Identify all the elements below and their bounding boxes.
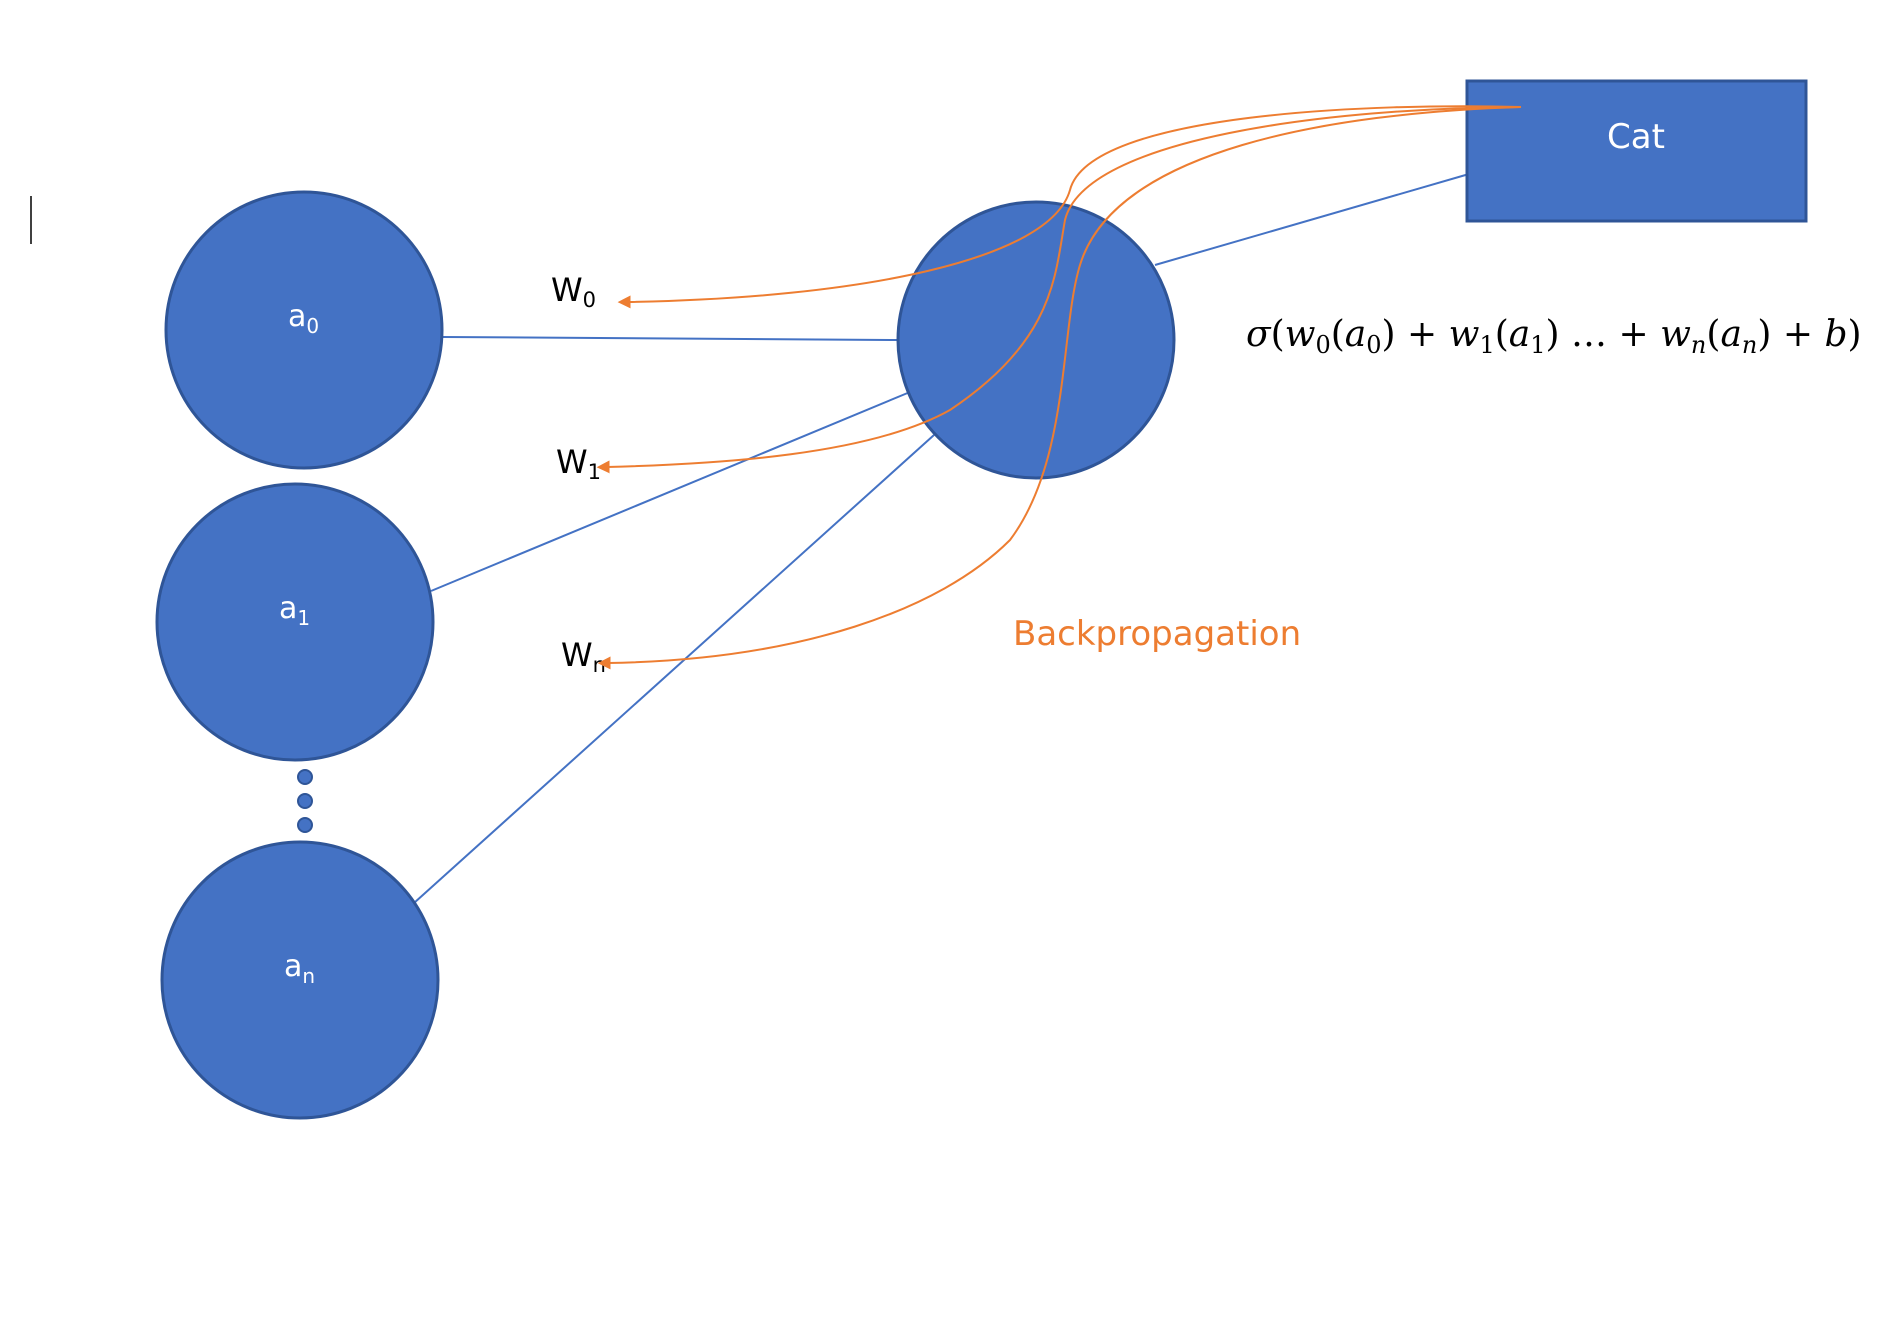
backprop-arrow-w1 (596, 106, 1522, 474)
connection-an-neuron (413, 434, 935, 904)
ellipsis-dots (297, 769, 313, 833)
connection-a0-neuron (442, 336, 899, 341)
input-node-a0: a0 (164, 190, 444, 470)
weight-label-wn: Wn (561, 636, 606, 677)
ellipsis-dot (297, 769, 313, 785)
ellipsis-dot (297, 793, 313, 809)
input-node-a1: a1 (155, 482, 435, 762)
weight-label-w1: W1 (556, 443, 601, 484)
output-label: Cat (1607, 117, 1665, 157)
backprop-arrows (596, 105, 1522, 670)
input-node-a0-circle (164, 190, 444, 470)
backprop-arrow-wn (597, 106, 1522, 670)
input-node-a0-label: a0 (288, 299, 319, 338)
output-box: Cat (1465, 79, 1808, 223)
backpropagation-label: Backpropagation (1013, 614, 1301, 654)
connection-neuron-cat (1154, 173, 1470, 266)
input-node-an-circle (160, 840, 440, 1120)
input-node-an-label: an (284, 949, 315, 988)
output-box-rect (1465, 79, 1808, 223)
connections (413, 173, 1470, 904)
input-node-a1-circle (155, 482, 435, 762)
ellipsis-dot (297, 817, 313, 833)
input-node-a1-label: a1 (279, 591, 310, 630)
activation-formula: σ(w0(a0) + w1(a1) … + wn(an) + b) (1246, 314, 1862, 359)
input-node-an: an (160, 840, 440, 1120)
weight-label-w0: W0 (551, 271, 596, 312)
neuron-node (896, 200, 1176, 480)
backprop-arrow-w0 (617, 105, 1522, 309)
connection-a1-neuron (430, 391, 911, 592)
